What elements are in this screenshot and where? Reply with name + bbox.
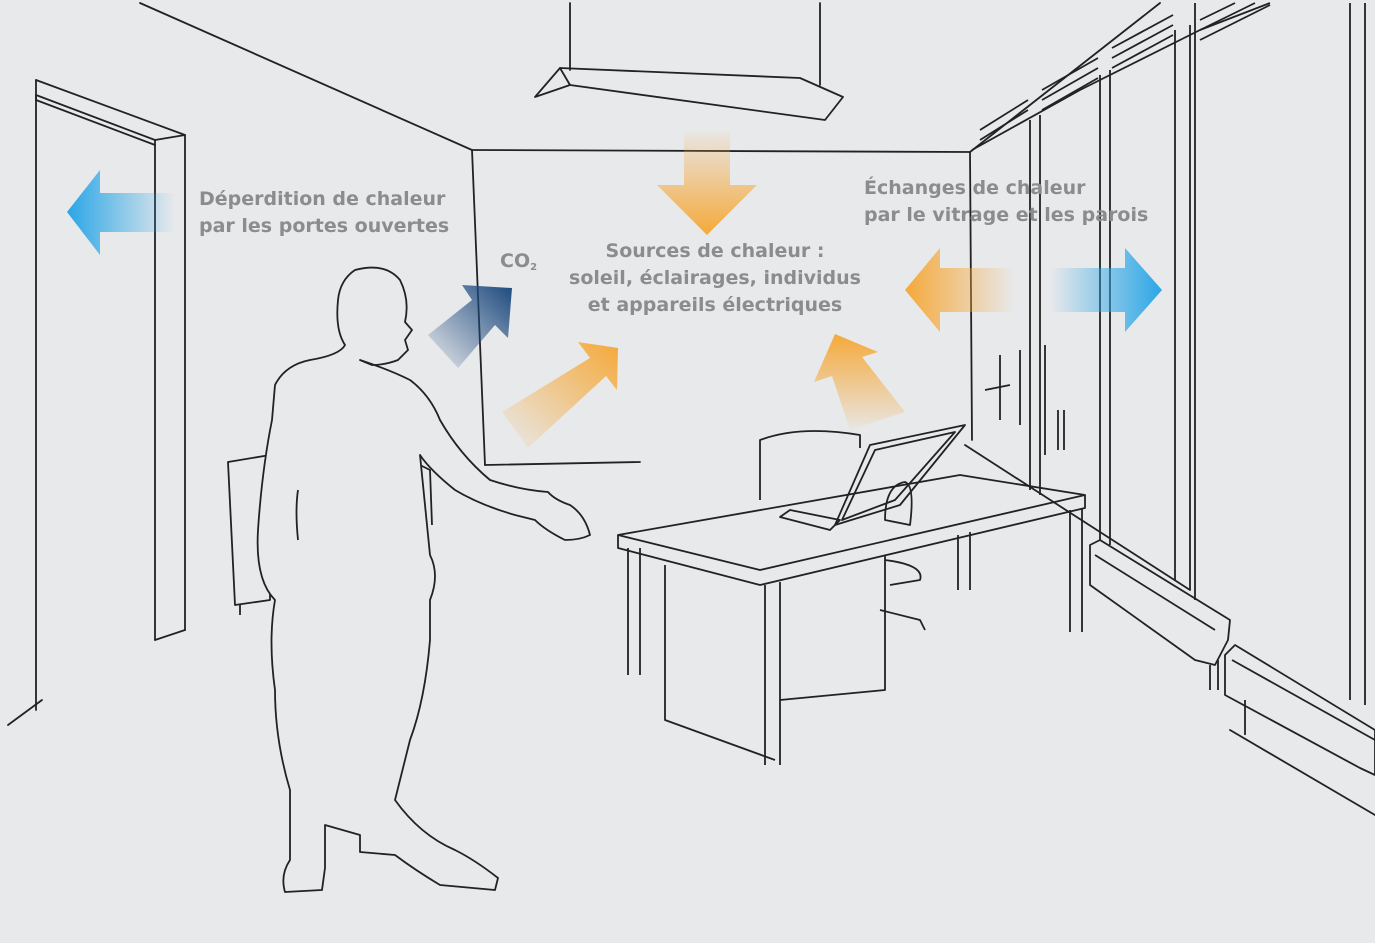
- appliance-heat-arrow: [814, 334, 905, 430]
- heat-sources-line2: soleil, éclairages, individus: [569, 267, 861, 289]
- exchanges-label: Échanges de chaleur par le vitrage et le…: [864, 175, 1148, 229]
- door-heat-loss-line2: par les portes ouvertes: [199, 215, 450, 237]
- window-heat-loss-arrow: [1050, 248, 1162, 332]
- co2-text: CO2: [500, 250, 538, 273]
- heat-sources-line1: Sources de chaleur :: [605, 240, 825, 262]
- exchanges-line2: par le vitrage et les parois: [864, 204, 1149, 226]
- solar-heat-arrow: [905, 248, 1015, 332]
- co2-subscript: 2: [530, 262, 538, 273]
- exchanges-line1: Échanges de chaleur: [864, 177, 1086, 199]
- body-heat-arrow: [502, 342, 618, 448]
- desk: [617, 424, 1086, 765]
- person: [256, 266, 591, 893]
- room-lines: [7, 2, 1375, 816]
- co2-label: CO2: [500, 248, 537, 281]
- glazing-wall: [971, 2, 1366, 705]
- heat-sources-label: Sources de chaleur : soleil, éclairages,…: [555, 238, 875, 319]
- lighting-heat-arrow: [657, 132, 757, 235]
- armchair: [227, 454, 433, 615]
- door-heat-loss-label: Déperdition de chaleur par les portes ou…: [199, 186, 449, 240]
- co2-arrow: [428, 285, 512, 368]
- door-heat-loss-line1: Déperdition de chaleur: [199, 188, 446, 210]
- arrows: [67, 132, 1162, 448]
- door-heat-loss-arrow: [67, 170, 175, 255]
- heat-sources-line3: et appareils électriques: [587, 294, 843, 316]
- radiators: [1089, 539, 1375, 776]
